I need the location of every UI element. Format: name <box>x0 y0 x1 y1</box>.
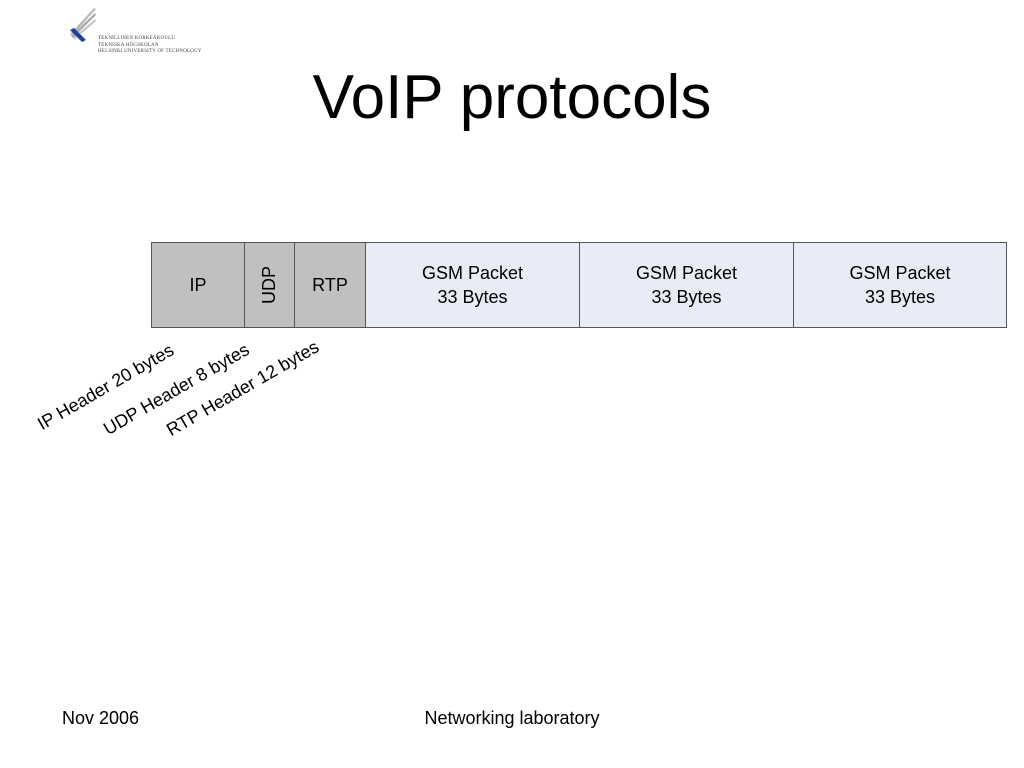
field-label: GSM Packet <box>421 263 524 283</box>
logo-line: TEKNILLINEN KORKEAKOULU <box>98 36 176 41</box>
field-label: RTP <box>312 275 348 295</box>
university-emblem-icon <box>70 8 96 42</box>
logo-line: TEKNISKA HÖGSKOLAN <box>98 42 159 48</box>
footer-date: Nov 2006 <box>62 708 140 728</box>
slide-title: VoIP protocols <box>312 63 712 132</box>
field-label: UDP <box>259 265 280 305</box>
field-size: 33 Bytes <box>651 287 722 307</box>
logo-line: HELSINKI UNIVERSITY OF TECHNOLOGY <box>98 49 202 54</box>
gsm-packet-field: GSM Packet 33 Bytes <box>365 242 580 328</box>
ip-header-field: IP <box>151 242 245 328</box>
field-size: 33 Bytes <box>864 287 936 307</box>
udp-header-field: UDP <box>244 242 295 328</box>
gsm-packet-field: GSM Packet 33 Bytes <box>793 242 1007 328</box>
field-size: 33 Bytes <box>437 287 508 307</box>
footer-center-text: Networking laboratory <box>424 708 600 728</box>
gsm-packet-field: GSM Packet 33 Bytes <box>579 242 794 328</box>
field-label: IP <box>189 275 207 295</box>
field-label: GSM Packet <box>849 263 951 283</box>
rtp-header-field: RTP <box>294 242 366 328</box>
university-logo: TEKNILLINEN KORKEAKOULU TEKNISKA HÖGSKOL… <box>68 6 218 62</box>
logo-text: TEKNILLINEN KORKEAKOULU TEKNISKA HÖGSKOL… <box>98 36 202 56</box>
field-label: GSM Packet <box>635 263 738 283</box>
